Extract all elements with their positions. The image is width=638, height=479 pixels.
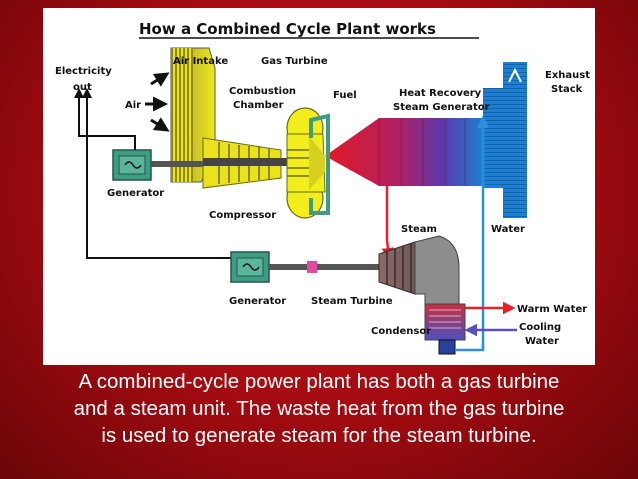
label-fuel: Fuel — [333, 90, 357, 101]
label-combustion-line2: Chamber — [233, 100, 284, 111]
label-condensor: Condensor — [371, 326, 431, 337]
label-electricity-line2: out — [73, 82, 92, 93]
label-generator-1: Generator — [107, 188, 164, 199]
label-water: Water — [491, 224, 525, 235]
caption-line-2: and a steam unit. The waste heat from th… — [73, 397, 565, 420]
condenser — [424, 303, 485, 355]
label-steam: Steam — [401, 224, 437, 235]
label-steam-turbine: Steam Turbine — [311, 296, 393, 307]
label-compressor: Compressor — [209, 210, 276, 221]
label-exhaust-line1: Exhaust — [545, 70, 590, 81]
label-gas-turbine: Gas Turbine — [261, 56, 328, 67]
generator-1 — [112, 149, 203, 181]
diagram-panel: How a Combined Cycle Plant works — [43, 8, 595, 365]
label-warm-water: Warm Water — [517, 304, 587, 315]
label-exhaust-line2: Stack — [551, 84, 583, 95]
label-hrsg-line1: Heat Recovery — [399, 88, 482, 99]
heat-recovery-steam-generator — [325, 118, 483, 186]
label-generator-2: Generator — [229, 296, 286, 307]
caption: A combined-cycle power plant has both a … — [0, 368, 638, 479]
label-hrsg-line2: Steam Generator — [393, 102, 490, 113]
gas-turbine — [202, 107, 326, 219]
combined-cycle-diagram: How a Combined Cycle Plant works — [55, 20, 590, 355]
label-electricity-line1: Electricity — [55, 66, 112, 77]
label-cooling-line1: Cooling — [519, 322, 561, 333]
exhaust-stack — [483, 62, 527, 218]
label-air-intake: Air Intake — [173, 56, 228, 67]
caption-line-3: is used to generate steam for the steam … — [101, 424, 537, 447]
label-air: Air — [125, 100, 141, 111]
label-combustion-line1: Combustion — [229, 86, 296, 97]
air-arrows — [145, 72, 170, 132]
generator-2 — [230, 251, 379, 283]
caption-line-1: A combined-cycle power plant has both a … — [78, 370, 560, 393]
steam-pipe — [381, 186, 395, 261]
label-cooling-line2: Water — [525, 336, 559, 347]
diagram-title: How a Combined Cycle Plant works — [139, 20, 436, 38]
steam-turbine — [378, 235, 460, 309]
electricity-out-lines — [74, 88, 231, 259]
fuel-line — [309, 113, 330, 215]
